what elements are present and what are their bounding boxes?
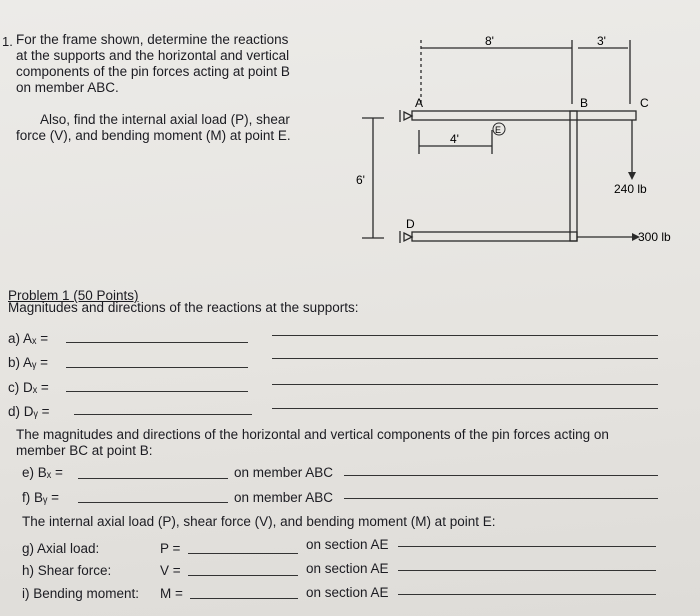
- shear-force-section: on section AE: [306, 561, 389, 576]
- pin-bx-member: on member ABC: [234, 465, 334, 480]
- bending-moment-sym: M =: [160, 586, 183, 601]
- dim-label-6ft: 6': [356, 173, 365, 187]
- point-e-marker: [492, 122, 506, 136]
- dim-label-4ft: 4': [450, 132, 459, 146]
- axial-load-section: on section AE: [306, 537, 389, 552]
- dim-label-3ft: 3': [597, 34, 606, 48]
- reaction-ax-label: a) Aₓ =: [8, 331, 49, 346]
- label-d: D: [406, 217, 415, 231]
- reaction-ax-direction-blank[interactable]: [272, 335, 658, 336]
- pin-by-blank[interactable]: [78, 502, 228, 503]
- bending-moment-blank[interactable]: [190, 598, 298, 599]
- bending-moment-section: on section AE: [306, 585, 389, 600]
- bending-moment-direction-blank[interactable]: [398, 594, 656, 595]
- load-240-arrowhead: [628, 172, 636, 180]
- label-a: A: [415, 96, 423, 110]
- axial-load-label: g) Axial load:: [22, 541, 100, 556]
- reaction-dy-direction-blank[interactable]: [272, 408, 658, 409]
- member-d-horizontal: [411, 231, 578, 242]
- label-e: E: [495, 125, 501, 135]
- shear-force-direction-blank[interactable]: [398, 570, 656, 571]
- pin-bx-blank[interactable]: [78, 478, 228, 479]
- dim-label-8ft: 8': [485, 34, 494, 48]
- axial-load-blank[interactable]: [188, 553, 298, 554]
- support-d: [399, 231, 414, 243]
- intro-line-1: For the frame shown, determine the react…: [16, 32, 289, 47]
- bending-moment-label: i) Bending moment:: [22, 586, 140, 601]
- label-c: C: [640, 96, 649, 110]
- pin-bx-label: e) Bₓ =: [22, 465, 63, 480]
- load-300-arrowhead: [632, 233, 640, 241]
- reaction-ay-direction-blank[interactable]: [272, 358, 658, 359]
- problem-marker: 1.: [2, 34, 13, 49]
- pin-text-line-1: The magnitudes and directions of the hor…: [16, 427, 609, 442]
- pin-by-label: f) Bᵧ =: [22, 490, 59, 505]
- problem-subtitle: Magnitudes and directions of the reactio…: [8, 300, 359, 315]
- shear-force-sym: V =: [160, 563, 181, 578]
- reaction-ax-blank[interactable]: [66, 342, 248, 343]
- support-a: [399, 110, 414, 122]
- pin-text-line-2: member BC at point B:: [16, 443, 153, 458]
- intro-line-2: at the supports and the horizontal and v…: [16, 48, 290, 63]
- also-line-1: Also, find the internal axial load (P), …: [40, 112, 290, 127]
- problem-title: Problem 1 (50 Points): [8, 288, 139, 303]
- reaction-ay-blank[interactable]: [66, 367, 248, 368]
- pin-by-member: on member ABC: [234, 490, 334, 505]
- intro-line-3: components of the pin forces acting at p…: [16, 64, 290, 79]
- member-abc: [411, 110, 637, 121]
- reaction-ay-label: b) Aᵧ =: [8, 355, 48, 370]
- also-line-2: force (V), and bending moment (M) at poi…: [16, 128, 291, 143]
- shear-force-label: h) Shear force:: [22, 563, 112, 578]
- axial-load-sym: P =: [160, 541, 181, 556]
- load-300-label: 300 lb: [638, 230, 671, 244]
- reaction-dy-blank[interactable]: [74, 414, 252, 415]
- reaction-dy-label: d) Dᵧ =: [8, 404, 50, 419]
- axial-load-direction-blank[interactable]: [398, 546, 656, 547]
- shear-force-blank[interactable]: [188, 575, 298, 576]
- pin-by-direction-blank[interactable]: [344, 498, 658, 499]
- intro-line-4: on member ABC.: [16, 80, 119, 95]
- reaction-dx-direction-blank[interactable]: [272, 384, 658, 385]
- internal-text: The internal axial load (P), shear force…: [22, 514, 496, 529]
- reaction-dx-blank[interactable]: [66, 391, 248, 392]
- label-b: B: [580, 96, 588, 110]
- load-240-label: 240 lb: [614, 182, 647, 196]
- frame-diagram: 8' 3' 4' 6' A B C D E 240 lb 300 lb: [356, 34, 671, 244]
- reaction-dx-label: c) Dₓ =: [8, 380, 49, 395]
- member-b-vertical: [569, 110, 578, 242]
- pin-bx-direction-blank[interactable]: [344, 475, 658, 476]
